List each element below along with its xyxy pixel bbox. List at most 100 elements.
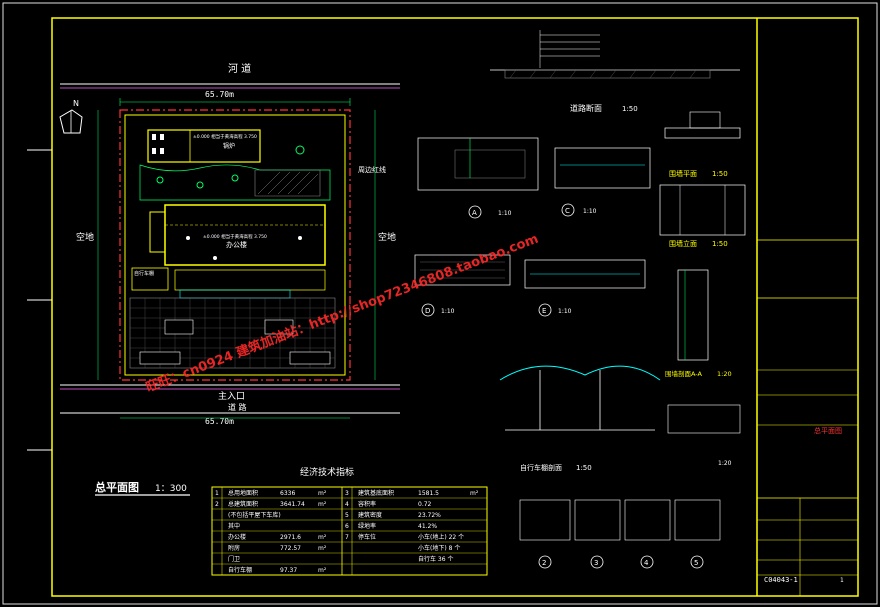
bottom-detail-3: 3 xyxy=(594,559,598,567)
site-boundary xyxy=(119,109,351,381)
detail-d: D 1:10 xyxy=(414,254,511,317)
left-empty-lot: 空地 xyxy=(76,231,94,243)
bike-shed-section: 自行车棚剖面 1:50 xyxy=(499,365,661,472)
parking-area xyxy=(129,297,336,369)
bottom-detail-5: 5 xyxy=(694,559,698,567)
detail-e-scale: 1:10 xyxy=(558,308,572,315)
econ-cell-n2: 6 xyxy=(345,523,349,530)
detail-a: A 1:10 xyxy=(417,137,539,219)
econ-cell-unit2: m² xyxy=(470,490,479,497)
office-note: ±0.000 相当于黄海高程 3.750 xyxy=(203,233,267,240)
econ-cell-n: 1 xyxy=(215,490,219,497)
econ-cell-label2: 绿地率 xyxy=(358,522,376,530)
bottom-detail-4: 4 xyxy=(644,559,649,567)
econ-cell-value: 97.37 xyxy=(280,567,297,574)
title-block: 总平面图 C04043-1 1 xyxy=(757,239,858,596)
detail-e: E 1:10 xyxy=(524,259,646,317)
entrance-label: 主入口 xyxy=(218,390,245,402)
fence-elev-title: 围墙立面 xyxy=(669,239,697,248)
bike-shed xyxy=(131,267,169,291)
road-top-label: 河 道 xyxy=(228,62,251,75)
econ-cell-label2: 容积率 xyxy=(358,500,376,508)
econ-cell-value: 6336 xyxy=(280,490,295,497)
fence-elev-scale: 1:50 xyxy=(712,240,728,248)
econ-cell-value2: 23.72% xyxy=(418,512,441,519)
econ-cell-n: 2 xyxy=(215,501,219,508)
economics-table: 经济技术指标 1 总用地面积 6336 m² 3 建筑基底面积 1581.5 m² 2 总建筑面积… xyxy=(211,466,488,576)
econ-cell-value: 2971.6 xyxy=(280,534,301,541)
econ-cell-label: 门卫 xyxy=(228,555,240,563)
econ-cell-unit: m² xyxy=(318,567,327,574)
econ-cell-unit: m² xyxy=(318,501,327,508)
detail-d-label: D xyxy=(425,307,430,315)
detail-a-scale: 1:10 xyxy=(498,210,512,217)
bike-section-title: 自行车棚剖面 xyxy=(520,463,562,472)
plan-scale: 1：300 xyxy=(155,484,187,494)
econ-cell-value2: 41.2% xyxy=(418,523,437,530)
plan-title: 总平面图 xyxy=(95,480,139,494)
road-bottom-label: 道 路 xyxy=(228,402,247,412)
detail-e-label: E xyxy=(542,307,546,315)
boundary-label: 周边红线 xyxy=(358,165,386,174)
detail-d-scale: 1:10 xyxy=(441,308,455,315)
econ-cell-value2: 小车(地下) 8 个 xyxy=(418,544,460,552)
econ-cell-value: 3641.74 xyxy=(280,501,305,508)
office-label: 办公楼 xyxy=(226,240,247,249)
north-label: N xyxy=(73,99,79,108)
boiler-building xyxy=(147,129,261,163)
econ-cell-label: 自行车棚 xyxy=(228,566,252,574)
econ-cell-label: 总建筑面积 xyxy=(228,500,258,508)
right-empty-lot: 空地 xyxy=(378,231,396,243)
bottom-details: 2 3 4 5 xyxy=(519,499,721,569)
econ-cell-unit: m² xyxy=(318,545,327,552)
detail-c-scale: 1:10 xyxy=(583,208,597,215)
fence-plan-scale: 1:50 xyxy=(712,170,728,178)
sheet-number: 1 xyxy=(840,577,844,584)
road-section-scale: 1:50 xyxy=(622,105,638,113)
econ-cell-unit: m² xyxy=(318,490,327,497)
fence-details: 围墙平面 1:50 围墙立面 1:50 围墙剖面A-A 1:20 1:20 xyxy=(659,111,746,467)
econ-cell-value2: 0.72 xyxy=(418,501,432,508)
fence-section-scale: 1:20 xyxy=(717,370,732,378)
fence-plan-title: 围墙平面 xyxy=(669,169,697,178)
watermark: 旺旺：cn0924 建筑加油站：http://shop72346808.taob… xyxy=(144,231,541,396)
fence-section-title: 围墙剖面A-A xyxy=(665,369,703,378)
econ-cell-unit: m² xyxy=(318,534,327,541)
bike-shed-label: 自行车棚 xyxy=(134,270,154,277)
dim-bottom: 65.70m xyxy=(205,417,234,426)
econ-cell-label2: 停车位 xyxy=(358,533,376,541)
road-section-title: 道路断面 xyxy=(570,103,602,113)
drawing-number: C04043-1 xyxy=(764,576,798,584)
econ-cell-value2: 小车(地上) 22 个 xyxy=(418,533,464,541)
econ-cell-value2: 自行车 36 个 xyxy=(418,555,453,563)
econ-cell-value2: 1581.5 xyxy=(418,490,439,497)
bottom-detail-2: 2 xyxy=(542,559,546,567)
boiler-note: ±0.000 相当于黄海高程 3.750 xyxy=(193,133,257,140)
econ-cell-label: (不包括平屋下车库) xyxy=(228,511,281,519)
econ-cell-n2: 4 xyxy=(345,501,349,508)
econ-cell-label2: 建筑密度 xyxy=(358,511,382,519)
econ-cell-n2: 5 xyxy=(345,512,349,519)
detail-c: C 1:10 xyxy=(554,147,651,217)
econ-cell-label: 附房 xyxy=(228,544,240,552)
detail-c-label: C xyxy=(565,207,570,215)
econ-cell-label: 总用地面积 xyxy=(228,489,258,497)
boiler-label: 锅炉 xyxy=(223,142,235,150)
econ-cell-n2: 3 xyxy=(345,490,349,497)
detail-a-label: A xyxy=(472,209,477,217)
econ-cell-label2: 建筑基底面积 xyxy=(358,489,394,497)
road-section: 道路断面 1:50 xyxy=(490,30,740,113)
econ-cell-value: 772.57 xyxy=(280,545,301,552)
economics-title: 经济技术指标 xyxy=(300,466,354,478)
bike-section-scale: 1:50 xyxy=(576,464,592,472)
dim-top: 65.70m xyxy=(205,90,234,99)
econ-cell-label: 其中 xyxy=(228,522,240,530)
drawing-frame xyxy=(51,17,859,597)
scale-1-20: 1:20 xyxy=(718,460,732,467)
drawing-name: 总平面图 xyxy=(814,426,842,435)
north-arrow-icon xyxy=(59,109,83,134)
site-plan: 河 道 65.70m N 锅炉 ±0.000 相当于黄海高程 3.750 xyxy=(59,62,400,496)
econ-cell-label: 办公楼 xyxy=(228,533,246,541)
